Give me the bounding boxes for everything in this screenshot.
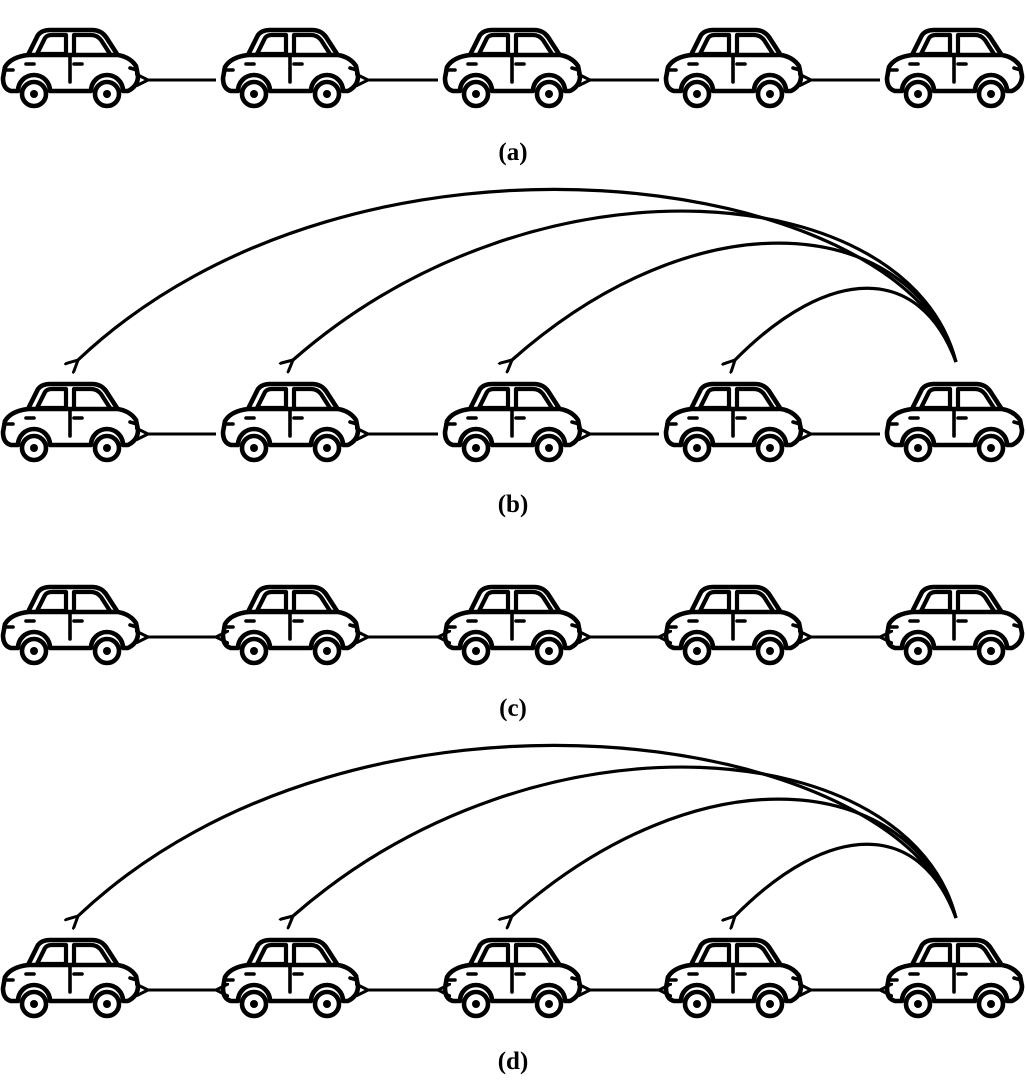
- panel-c: (c): [0, 584, 1025, 722]
- panel-c-caption: (c): [499, 695, 527, 722]
- leader-link-arrow: [293, 765, 958, 918]
- car-icon: [220, 937, 361, 1019]
- leader-links-d: [78, 743, 958, 918]
- car-icon: [663, 27, 804, 109]
- car-icon: [663, 937, 804, 1019]
- leader-link-arrow: [512, 797, 958, 918]
- panel-b: (b): [0, 187, 1025, 518]
- vehicle-row-d: [0, 937, 1025, 1019]
- car-icon: [220, 381, 361, 463]
- leader-link-arrow: [735, 286, 958, 362]
- car-icon: [884, 937, 1025, 1019]
- car-icon: [0, 381, 141, 463]
- car-icon: [884, 584, 1025, 666]
- leader-link-arrow: [735, 842, 958, 918]
- panel-d: (d): [0, 743, 1025, 1075]
- vehicle-row-b: [0, 381, 1025, 463]
- car-icon: [0, 584, 141, 666]
- leader-link-arrow: [293, 209, 958, 362]
- leader-links-b: [78, 187, 958, 362]
- car-icon: [220, 27, 361, 109]
- panel-a: (a): [0, 27, 1025, 166]
- car-icon: [442, 27, 583, 109]
- car-icon: [884, 381, 1025, 463]
- panel-a-caption: (a): [498, 139, 527, 166]
- leader-link-arrow: [78, 187, 958, 362]
- car-icon: [220, 584, 361, 666]
- car-icon: [0, 27, 141, 109]
- panel-b-caption: (b): [498, 491, 529, 518]
- car-icon: [0, 937, 141, 1019]
- leader-link-arrow: [78, 743, 958, 918]
- car-icon: [442, 584, 583, 666]
- car-icon: [663, 381, 804, 463]
- car-icon: [884, 27, 1025, 109]
- car-icon: [442, 937, 583, 1019]
- car-icon: [663, 584, 804, 666]
- car-icon: [442, 381, 583, 463]
- leader-link-arrow: [512, 241, 958, 362]
- vehicle-row-c: [0, 584, 1025, 666]
- vehicle-row-a: [0, 27, 1025, 109]
- panel-d-caption: (d): [498, 1048, 529, 1075]
